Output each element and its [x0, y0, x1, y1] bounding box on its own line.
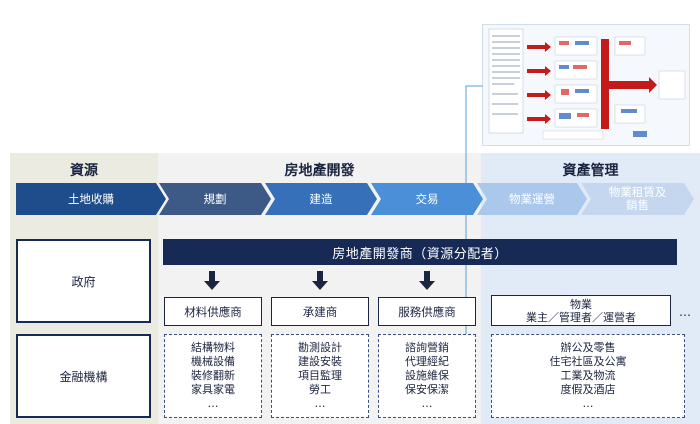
service-list-text: 諮詢營銷 代理經紀 設施維保 保安保潔 …: [405, 341, 449, 410]
header-asset-management: 資產管理: [562, 163, 619, 179]
header-development: 房地產開發: [284, 163, 355, 179]
header-resources: 資源: [70, 163, 98, 179]
contractor-list: 勘測設計 建設安裝 項目監理 勞工 …: [271, 334, 369, 418]
materials-list: 結構物料 機械設備 裝修翻新 家具家電 …: [164, 334, 262, 418]
stage-property-operation: 物業運營: [477, 183, 587, 215]
stage-leasing-sales: 物業租賃及 銷售: [581, 183, 694, 215]
stage-planning: 規劃: [159, 183, 271, 215]
property-types-text: 辦公及零售 住宅社區及公寓 工業及物流 度假及酒店 …: [549, 341, 627, 410]
property-owner-box: 物業 業主／管理者／運營者: [491, 295, 671, 326]
inset-diagram-graphic: [488, 28, 686, 140]
service-list: 諮詢營銷 代理經紀 設施維保 保安保潔 …: [378, 334, 476, 418]
stage-land-acquisition: 土地收購: [16, 183, 166, 215]
developer-bar: 房地產開發商（資源分配者）: [163, 239, 677, 265]
service-supplier-box: 服務供應商: [378, 297, 476, 326]
materials-list-text: 結構物料 機械設備 裝修翻新 家具家電 …: [191, 341, 235, 410]
contractor-box: 承建商: [271, 297, 369, 326]
row-label-government: 政府: [16, 239, 151, 323]
inset-thumbnail: [482, 24, 690, 146]
contractor-list-text: 勘測設計 建設安裝 項目監理 勞工 …: [298, 341, 342, 410]
property-types-list: 辦公及零售 住宅社區及公寓 工業及物流 度假及酒店 …: [491, 334, 685, 418]
ellipsis-right-top: …: [679, 305, 691, 319]
materials-supplier-box: 材料供應商: [164, 297, 262, 326]
row-label-finance: 金融機構: [16, 334, 151, 418]
stage-transaction: 交易: [371, 183, 483, 215]
stage-construction: 建造: [265, 183, 377, 215]
